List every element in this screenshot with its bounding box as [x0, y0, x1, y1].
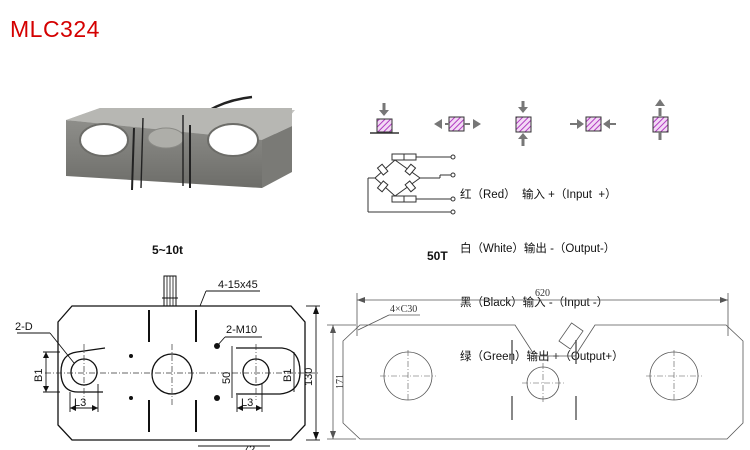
- wiring-legend: 红（Red） 输入 +（Input +） 白（White）输出 -（Output…: [460, 150, 624, 384]
- dim-l3-left: L3: [74, 397, 86, 409]
- dim-length-620: 620: [535, 288, 550, 299]
- wiring-white-line: 白（White）输出 -（Output-）: [460, 243, 616, 255]
- mount-label-2-m10: 2-M10: [226, 324, 257, 336]
- tension-icon: [652, 99, 669, 140]
- horizontal-compression-icon-2: [570, 116, 616, 132]
- chamfer-label-4-15x45: 4-15x45: [218, 279, 258, 291]
- dim-72: 72: [243, 444, 255, 450]
- drawing-title-50t: 50T: [427, 249, 448, 263]
- wiring-green-line: 绿（Green）输出 +（Output+）: [460, 351, 624, 363]
- hole-label-2-d: 2-D: [15, 321, 33, 333]
- vertical-compression-icon: [515, 101, 532, 146]
- horizontal-compression-icon: [434, 116, 481, 132]
- dim-b1-right: B1: [282, 369, 294, 382]
- drawing-title-5-10t: 5~10t: [152, 243, 183, 257]
- model-title: MLC324: [10, 16, 100, 42]
- dim-l3-right: L3: [241, 397, 253, 409]
- dim-50: 50: [221, 372, 233, 384]
- dim-b1-left: B1: [33, 369, 45, 382]
- compression-icon: [370, 103, 399, 134]
- dim-130: 130: [303, 368, 315, 386]
- dim-height-171: 171: [335, 374, 346, 389]
- chamfer-label-4xc30: 4×C30: [390, 304, 417, 315]
- wiring-red-line: 红（Red） 输入 +（Input +）: [460, 189, 617, 201]
